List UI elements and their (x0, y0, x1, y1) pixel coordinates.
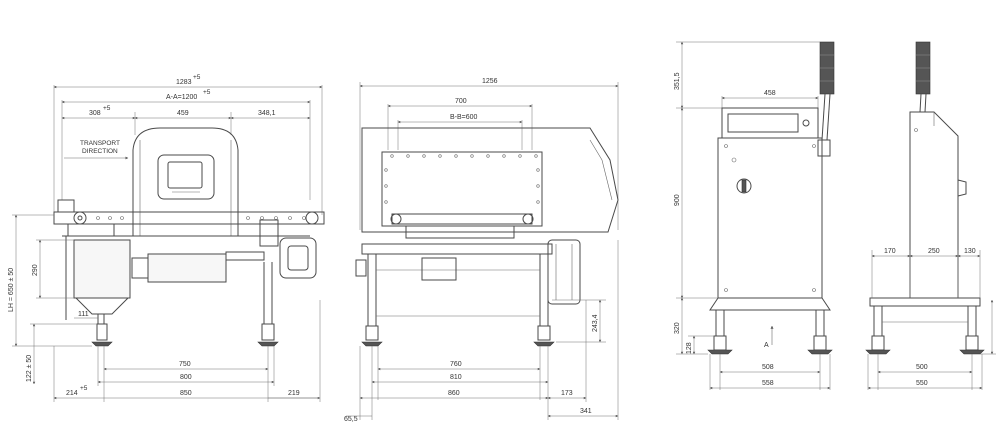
dim-height-290: 290 (32, 264, 39, 276)
transport-label-line1: TRANSPORT (80, 140, 120, 147)
electrical-box (73, 239, 131, 299)
dim-bb: B-B=600 (450, 114, 478, 121)
dim-base-500: 500 (916, 364, 928, 371)
dim-left-170: 170 (884, 248, 896, 255)
dim-outlet-offset: 348,1 (258, 110, 276, 117)
side-aperture (381, 151, 543, 227)
dim-inlet-offset-tol: +5 (103, 105, 111, 112)
dim-head-width: 459 (177, 110, 189, 117)
dim-aperture-700: 700 (455, 98, 467, 105)
dim-base-850: 850 (180, 390, 192, 397)
dim-left-65: 65,5 (344, 416, 358, 423)
dim-aa: A-A=1200 (166, 94, 197, 101)
dim-right-173: 173 (561, 390, 573, 397)
conveyor-frame (53, 211, 325, 225)
dim-top-351: 351,5 (674, 72, 681, 90)
dim-base-550: 550 (916, 380, 928, 387)
side-foot-left (361, 341, 383, 347)
side-frame-top (361, 243, 553, 255)
dim-left-214: 214 (66, 390, 78, 397)
cabinet-foot-left (707, 349, 733, 355)
front-view: 1283 +5 A-A=1200 +5 308 +5 459 348,1 TRA… (8, 74, 325, 402)
cabinet-side-body (909, 111, 959, 299)
dim-left-214-tol: +5 (80, 385, 88, 392)
dim-base-800: 800 (180, 374, 192, 381)
dim-aa-tol: +5 (203, 89, 211, 96)
view-label-a: A (764, 342, 769, 349)
dim-height-900: 900 (674, 194, 681, 206)
side-head-outline (361, 127, 619, 233)
dim-base-558: 558 (762, 380, 774, 387)
dim-base-508: 508 (762, 364, 774, 371)
dim-foot-122: 122 ± 50 (26, 355, 33, 382)
reject-hopper (74, 297, 130, 315)
cabinet-view: 351,5 458 A 900 320 (674, 41, 835, 390)
foot-right (257, 341, 279, 347)
dim-box-111: 111 (78, 311, 89, 318)
side-motor (547, 239, 581, 305)
lower-housing (147, 253, 227, 283)
dim-height-320: 320 (674, 322, 681, 334)
conveyor-bolts (96, 216, 306, 220)
dim-height-128: 128 (686, 342, 693, 354)
transport-label-line2: DIRECTION (82, 148, 118, 155)
dim-right-341: 341 (580, 408, 592, 415)
dim-height-243: 243,4 (592, 314, 599, 332)
cabinet-top-box (721, 107, 819, 139)
cabinet-side-foot-left (865, 349, 891, 355)
main-switch (736, 178, 752, 194)
detector-head (132, 127, 239, 237)
dim-overall-width-tol: +5 (193, 74, 201, 81)
conveyor-roller-left (73, 211, 87, 225)
display-screen (167, 161, 203, 189)
dim-base-810: 810 (450, 374, 462, 381)
drive-motor (279, 237, 317, 279)
aperture-bolts (384, 154, 540, 204)
dim-overall-width: 1283 (176, 79, 192, 86)
dim-mid-250: 250 (928, 248, 940, 255)
cabinet-side-foot-right (959, 349, 985, 355)
dim-side-overall: 1256 (482, 78, 498, 85)
dim-base-750: 750 (179, 361, 191, 368)
dim-width-458: 458 (764, 90, 776, 97)
dim-right-130: 130 (964, 248, 976, 255)
dim-base-860: 860 (448, 390, 460, 397)
cabinet-foot-right (807, 349, 833, 355)
foot-left (91, 341, 113, 347)
dim-base-760: 760 (450, 361, 462, 368)
side-view: 1256 700 B-B=600 (344, 78, 619, 423)
side-foot-right (533, 341, 555, 347)
cabinet-side-view: 170 250 130 500 550 (865, 41, 996, 390)
control-panel (157, 154, 215, 200)
dim-inlet-offset: 308 (89, 110, 101, 117)
conveyor-roller-right (305, 211, 319, 225)
dim-right-219: 219 (288, 390, 300, 397)
dim-lh: LH = 650 ± 50 (8, 268, 15, 312)
